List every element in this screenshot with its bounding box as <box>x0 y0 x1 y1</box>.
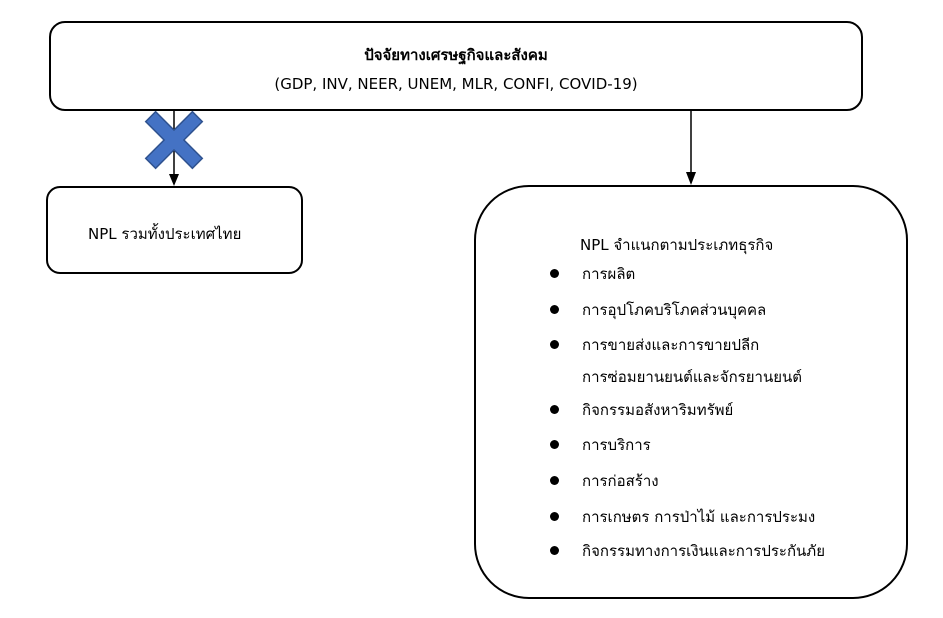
bullet-icon <box>550 546 559 555</box>
item-label: การก่อสร้าง <box>582 472 659 490</box>
npl-by-sector-title: NPL จำแนกตามประเภทธุรกิจ <box>580 236 774 254</box>
npl-total-box: NPL รวมทั้งประเทศไทย <box>46 186 303 274</box>
bullet-icon <box>550 269 559 278</box>
arrow-to-right-box <box>686 111 696 185</box>
item-label: การเกษตร การป่าไม้ และการประมง <box>582 508 816 526</box>
item-label: กิจกรรมทางการเงินและการประกันภัย <box>582 542 825 560</box>
factors-list: (GDP, INV, NEER, UNEM, MLR, CONFI, COVID… <box>274 75 638 93</box>
economic-factors-box: ปัจจัยทางเศรษฐกิจและสังคม (GDP, INV, NEE… <box>49 21 863 111</box>
item-label: การบริการ <box>582 436 651 454</box>
bullet-icon <box>550 512 559 521</box>
item-label: การผลิต <box>582 265 636 283</box>
factors-title: ปัจจัยทางเศรษฐกิจและสังคม <box>364 46 548 64</box>
item-label: การขายส่งและการขายปลีก <box>582 336 760 354</box>
item-label: กิจกรรมอสังหาริมทรัพย์ <box>582 401 734 419</box>
item-label: การอุปโภคบริโภคส่วนบุคคล <box>582 301 767 319</box>
item-label: การซ่อมยานยนต์และจักรยานยนต์ <box>582 368 802 386</box>
cross-icon <box>144 110 204 170</box>
bullet-icon <box>550 340 559 349</box>
bullet-icon <box>550 305 559 314</box>
bullet-icon <box>550 405 559 414</box>
npl-by-sector-box: NPL จำแนกตามประเภทธุรกิจ การผลิต การอุปโ… <box>474 185 908 599</box>
npl-total-label: NPL รวมทั้งประเทศไทย <box>88 225 242 243</box>
bullet-icon <box>550 440 559 449</box>
bullet-icon <box>550 476 559 485</box>
